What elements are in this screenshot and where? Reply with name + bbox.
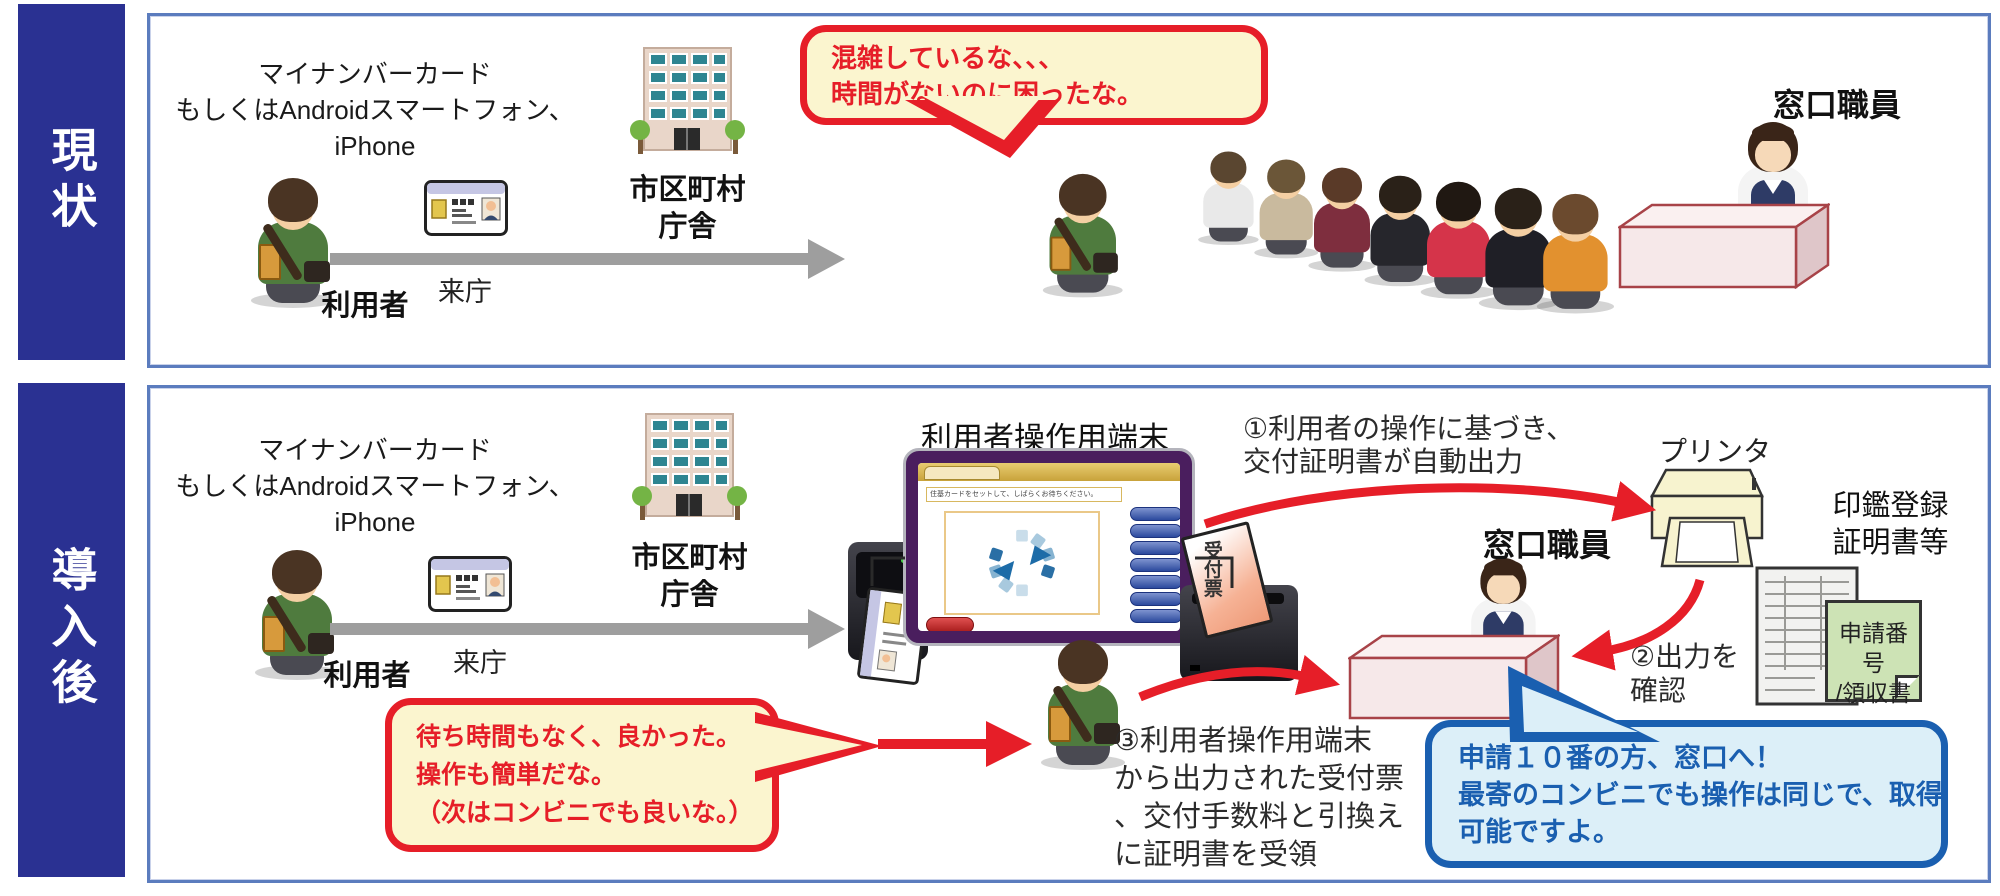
receipt-label: 受付票 (1200, 540, 1222, 598)
kiosk-cancel-button (926, 617, 974, 631)
crowded-speech-bubble: 混雑しているな、、、 時間がないのに困ったな。 (800, 25, 1268, 125)
printer-icon (1650, 468, 1764, 568)
kiosk-loading-frame (944, 511, 1100, 615)
user-person-icon (252, 548, 342, 680)
mynumber-card-icon (428, 556, 512, 612)
counter-desk (1618, 203, 1830, 289)
section-label-current-text: 現状 (45, 126, 98, 238)
user-label-current: 利用者 (321, 290, 409, 322)
staff-label-after: 窓口職員 (1482, 527, 1611, 563)
kiosk-tablet: 住基カードをセットして、しばらくお待ちください。 (903, 448, 1195, 646)
city-office-building-icon (630, 47, 745, 154)
queue-person-icon (1252, 158, 1320, 259)
application-number-note: 申請番号 /領収書 (1825, 600, 1922, 706)
user-waiting-icon (1040, 172, 1126, 298)
kiosk-screen: 住基カードをセットして、しばらくお待ちください。 (918, 463, 1180, 631)
queue-person-icon (1476, 186, 1561, 311)
kiosk-language-button (1130, 575, 1180, 589)
kiosk-language-button (1130, 541, 1180, 555)
building-label-current: 市区町村 庁舎 (629, 174, 746, 243)
happy-speech-bubble: 待ち時間もなく、良かった。 操作も簡単だな。 （次はコンビニでも良いな。） (385, 698, 779, 852)
certificate-label: 印鑑登録 証明書等 (1832, 490, 1949, 559)
printer-label: プリンタ (1658, 436, 1771, 467)
user-label-after: 利用者 (323, 660, 411, 692)
queue-person-icon (1306, 166, 1378, 272)
travel-label-after: 来庁 (453, 648, 507, 678)
queue-person-icon (1418, 180, 1499, 299)
city-office-building-icon (632, 413, 747, 520)
kiosk-language-button (1130, 524, 1180, 538)
kiosk-language-button (1130, 609, 1180, 623)
step1-text: ①利用者の操作に基づき、 交付証明書が自動出力 (1243, 413, 1575, 477)
section-label-current: 現状 (18, 4, 125, 360)
counter-desk (1348, 634, 1560, 720)
device-caption-current: マイナンバーカード もしくはAndroidスマートフォン、 iPhone (175, 59, 575, 161)
user-receiving-icon (1038, 638, 1128, 770)
note-text: 申請番号 /領収書 (1835, 620, 1912, 706)
step2-text: ②出力を 確認 (1630, 641, 1740, 706)
section-label-after: 導入後 (18, 383, 125, 877)
queue-person-icon (1196, 150, 1261, 246)
queue-person-icon (1362, 174, 1439, 287)
travel-label-current: 来庁 (438, 277, 492, 307)
device-caption-after: マイナンバーカード もしくはAndroidスマートフォン、 iPhone (175, 435, 575, 537)
building-label-after: 市区町村 庁舎 (631, 542, 748, 611)
announcement-bubble: 申請１０番の方、窓口へ！ 最寄のコンビニでも操作は同じで、取得 可能ですよ。 (1425, 720, 1948, 868)
queue-person-icon (1534, 192, 1617, 314)
mynumber-card-icon (424, 180, 508, 236)
loading-spinner-icon (989, 529, 1055, 597)
section-label-after-text: 導入後 (45, 546, 98, 714)
kiosk-language-button (1130, 558, 1180, 572)
step3-text: ③利用者操作用端末 から出力された受付票 、交付手数料と引換え に証明書を受領 (1114, 725, 1405, 871)
staff-label-current: 窓口職員 (1772, 87, 1901, 123)
kiosk-language-button (1130, 592, 1180, 606)
kiosk-language-button (1130, 507, 1180, 521)
kiosk-screen-message: 住基カードをセットして、しばらくお待ちください。 (926, 487, 1122, 502)
user-person-icon (248, 176, 338, 308)
kiosk-screen-header (918, 463, 1180, 481)
